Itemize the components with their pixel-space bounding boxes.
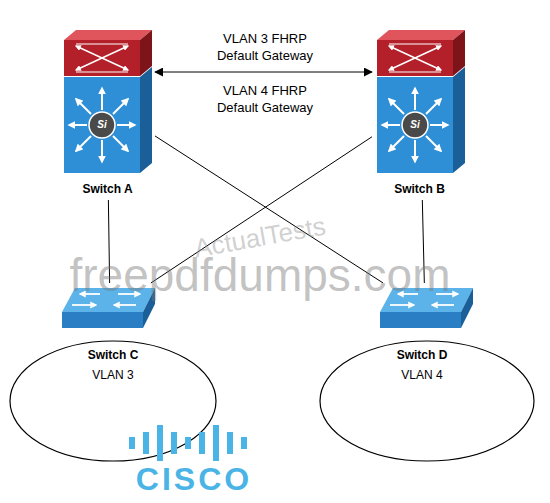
radiating-arrow bbox=[430, 124, 448, 126]
router-line bbox=[76, 72, 128, 73]
logo-bar bbox=[129, 437, 135, 449]
multilayer-switch-icon bbox=[377, 30, 465, 173]
logo-bar bbox=[157, 425, 163, 461]
si-marking: Si bbox=[402, 118, 428, 132]
logo-bar bbox=[213, 425, 219, 461]
vlan-name: VLAN 4 bbox=[318, 367, 526, 383]
cross-arrow bbox=[76, 46, 128, 70]
watermark: freepdfdumps.com bbox=[40, 248, 480, 302]
switch-arrow bbox=[432, 304, 454, 306]
link-line bbox=[155, 72, 372, 73]
logo-bar bbox=[199, 432, 205, 454]
logo-bar bbox=[241, 437, 247, 449]
radiating-arrow bbox=[426, 136, 441, 151]
radiating-arrow bbox=[113, 136, 128, 151]
switch-name: Switch A bbox=[60, 181, 155, 197]
radiating-arrow bbox=[389, 99, 404, 114]
switch-name: Switch B bbox=[372, 181, 467, 197]
logo-text: CISCO bbox=[124, 461, 264, 498]
router-top bbox=[377, 30, 465, 40]
router-line bbox=[76, 44, 128, 45]
router-top bbox=[64, 30, 152, 40]
radiating-arrow bbox=[414, 140, 416, 162]
switch-name: Switch D bbox=[318, 347, 526, 363]
radiating-arrow bbox=[389, 136, 404, 151]
switch-arrow bbox=[72, 304, 96, 306]
radiating-arrow bbox=[69, 124, 87, 126]
switch-arrow bbox=[390, 304, 414, 306]
si-badge bbox=[402, 112, 428, 138]
cross-arrow bbox=[76, 46, 128, 70]
radiating-arrow bbox=[113, 99, 128, 114]
si-badge bbox=[89, 112, 115, 138]
multilayer-switch-icon bbox=[64, 30, 152, 173]
gateway-label: VLAN 4 FHRP Default Gateway bbox=[205, 82, 325, 116]
si-marking: Si bbox=[89, 118, 115, 132]
radiating-arrow bbox=[101, 88, 103, 110]
switch-side bbox=[140, 67, 152, 173]
logo-bar bbox=[185, 437, 191, 449]
switch-front bbox=[64, 77, 140, 173]
radiating-arrow bbox=[76, 99, 91, 114]
logo-bar bbox=[143, 432, 149, 454]
logo-bar bbox=[171, 432, 177, 454]
switch-side bbox=[453, 67, 465, 173]
switch-side bbox=[461, 288, 473, 328]
vlan-name: VLAN 3 bbox=[8, 367, 218, 383]
edge-label: VLAN 3 FHRP Default Gateway bbox=[205, 30, 325, 64]
switch-front bbox=[377, 77, 453, 173]
radiating-arrow bbox=[76, 136, 91, 151]
switch-name: Switch C bbox=[8, 347, 218, 363]
logo-bar bbox=[227, 432, 233, 454]
router-front bbox=[64, 40, 140, 76]
switch-front bbox=[380, 312, 461, 328]
switch-front bbox=[62, 312, 143, 328]
radiating-arrow bbox=[426, 99, 441, 114]
radiating-arrow bbox=[117, 124, 135, 126]
logo-bars bbox=[129, 425, 247, 461]
cross-arrow bbox=[389, 46, 441, 70]
router-front bbox=[377, 40, 453, 76]
radiating-arrow bbox=[101, 140, 103, 162]
radiating-arrow bbox=[382, 124, 400, 126]
radiating-arrow bbox=[414, 88, 416, 110]
router-line bbox=[389, 44, 441, 45]
switch-arrow bbox=[114, 304, 136, 306]
router-line bbox=[389, 72, 441, 73]
cross-arrow bbox=[389, 46, 441, 70]
